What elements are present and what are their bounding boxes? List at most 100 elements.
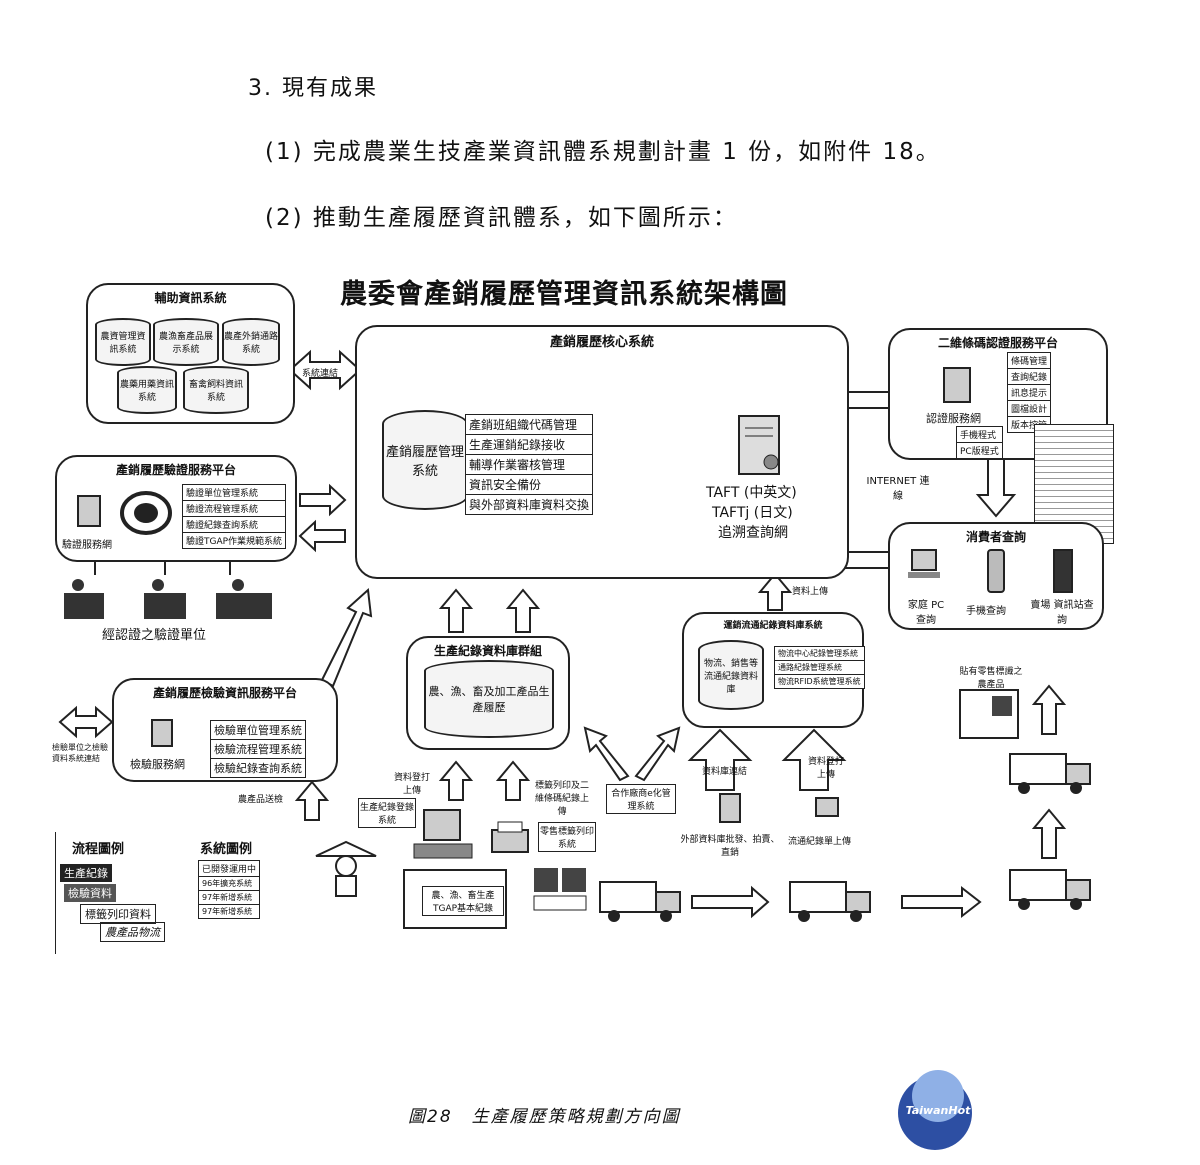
truck-icon [599,881,681,922]
truck-icon [1009,869,1091,910]
qr-module: 查詢紀錄 [1007,369,1052,385]
product-label-icon [959,689,1019,739]
inspect-module: 檢驗流程管理系統 [210,740,306,759]
pc-icon [908,549,940,578]
printer-icon [491,821,529,853]
inspect-left-note: 檢驗單位之檢驗資料系統連結 [52,743,108,763]
core-module: 與外部資料庫資料交換 [465,495,594,515]
cert-module: 驗證TGAP作業規範系統 [182,533,287,549]
aux-db-1: 農資管理資訊系統 [95,318,151,366]
flow-upload-label: 流通紀錄單上傳 [788,837,852,847]
computer-icon [77,495,101,527]
aux-db-2: 農漁畜產品展示系統 [153,318,219,366]
coop-system: 合作廠商e化管理系統 [606,784,676,814]
logistics-modules: 物流中心紀錄管理系統 通路紀錄管理系統 物流RFID系統管理系統 [774,646,865,689]
prod-db-title: 生產紀錄資料庫群組 [433,644,542,658]
core-module: 輔導作業審核管理 [465,455,594,475]
aux-db-5: 畜禽飼料資訊系統 [183,366,249,414]
data-exchange-label: 資料庫連結 [702,767,748,777]
legend-flow-item: 標籤列印資料 [80,904,156,924]
computer-icon [413,809,473,859]
legend-sys-items: 已開發運用中 96年擴充系統 97年新增系統 97年新增系統 [198,860,261,919]
aux-systems-title: 輔助資訊系統 [154,291,227,305]
core-module: 資訊安全備份 [465,475,594,495]
cert-module: 驗證紀錄查詢系統 [182,517,287,533]
retail-label-system: 零售標籤列印系統 [538,822,596,852]
cert-server-label: 驗證服務網 [62,540,112,551]
qr-module: 圖檔設計 [1007,401,1052,417]
logistics-db: 物流、銷售等流通紀錄資料庫 [698,640,764,710]
core-modules: 產銷班組織代碼管理 生產運銷紀錄接收 輔導作業審核管理 資訊安全備份 與外部資料… [465,414,594,515]
inspect-module: 檢驗紀錄查詢系統 [210,759,306,778]
prod-db-cylinder: 農、漁、畜及加工產品生產履歷 [424,660,554,738]
diagram-title: 農委會產銷履歷管理資訊系統架構圖 [340,279,788,310]
logistics-upload-label: 資料上傳 [792,587,829,597]
prod-entry-system: 生產紀錄登錄系統 [358,798,416,828]
kiosk-icon [1053,549,1073,593]
legend-sys-item: 96年擴充系統 [198,877,261,891]
qr-platform-title: 二維條碼認證服務平台 [937,336,1058,350]
labeled-goods-label: 貼有零售標識之農產品 [959,667,1023,690]
cert-modules: 驗證單位管理系統 驗證流程管理系統 驗證紀錄查詢系統 驗證TGAP作業規範系統 [182,484,287,549]
farmer-icon [315,840,377,897]
consumer-item-2: 手機查詢 [966,606,1006,617]
notebook-icon [403,869,507,929]
result-item-1: (1) 完成農業生技產業資訊體系規劃計畫 1 份，如附件 18。 [265,139,941,165]
qr-sub-module: 手機程式 [956,426,1003,443]
consumer-item-1: 家庭 PC查詢 [907,600,945,626]
watermark-text: TaiwanHot [905,1104,971,1117]
inspect-platform-title: 產銷履歷檢驗資訊服務平台 [152,686,297,700]
core-module: 產銷班組織代碼管理 [465,414,594,435]
legend-flow-item: 檢驗資料 [64,884,116,902]
computer-icon [815,797,839,817]
legend-sys-item: 97年新增系統 [198,891,261,905]
consumer-title: 消費者查詢 [965,530,1026,544]
core-module: 生產運銷紀錄接收 [465,435,594,455]
aux-db-3: 農產外銷通路系統 [222,318,280,366]
qr-module: 訊息提示 [1007,385,1052,401]
core-system-title: 產銷履歷核心系統 [549,335,654,350]
cert-module: 驗證流程管理系統 [182,501,287,517]
people-icon [64,579,272,619]
internet-label: INTERNET 連線 [866,476,930,502]
core-db: 產銷履歷管理系統 [382,410,468,510]
inspect-bottom-note: 農產品送檢 [238,795,284,805]
logistics-module: 物流RFID系統管理系統 [774,675,865,689]
legend-sys-item: 已開發運用中 [198,860,261,877]
legend-flow-title: 流程圖例 [72,842,125,857]
data-entry-label: 資料登打上傳 [807,757,844,780]
truck-icon [789,881,871,922]
data-upload-label: 資料登打上傳 [393,773,430,796]
legend-sys-item: 97年新增系統 [198,905,261,919]
taft-en-label: TAFT (中英文) [706,485,797,501]
result-item-2: (2) 推動生產履歷資訊體系，如下圖所示： [265,205,738,231]
qr-server-label: 認證服務網 [926,412,981,425]
watermark-logo-inner [912,1070,964,1122]
inspect-module: 檢驗單位管理系統 [210,720,306,740]
legend-flow-item: 生產紀錄 [60,864,112,882]
logistics-title: 運銷流通紀錄資料庫系統 [723,621,823,631]
legend-flow-item: 農產品物流 [100,922,165,942]
cert-seal-icon [120,491,172,535]
barcode-icon [533,868,587,911]
consumer-item-3: 賣場 資訊站查詢 [1030,600,1094,626]
logistics-module: 物流中心紀錄管理系統 [774,646,865,661]
phone-icon [987,549,1005,593]
aux-db-4: 農藥用藥資訊系統 [117,366,177,414]
server-icon [719,793,741,823]
tgap-record-label: 農、漁、畜生產TGAP基本紀錄 [422,886,504,916]
taft-jp-label: TAFTj (日文) [712,505,793,521]
qr-modules: 條碼管理 查詢紀錄 訊息提示 圖檔設計 版本控管 [1007,352,1052,433]
cert-platform-title: 產銷履歷驗證服務平台 [115,463,236,477]
computer-icon [151,719,173,747]
qr-module: 條碼管理 [1007,352,1052,369]
ext-db-label: 外部資料庫批發、拍賣、直銷 [680,835,780,858]
aux-link-label: 系統連結 [302,369,339,379]
qr-sub-modules: 手機程式 PC版程式 [956,426,1003,459]
legend-sys-title: 系統圖例 [200,842,253,857]
computer-icon [943,367,971,403]
cert-module: 驗證單位管理系統 [182,484,287,501]
logistics-module: 通路紀錄管理系統 [774,661,865,675]
legend-panel [55,832,286,954]
inspect-modules: 檢驗單位管理系統 檢驗流程管理系統 檢驗紀錄查詢系統 [210,720,306,778]
